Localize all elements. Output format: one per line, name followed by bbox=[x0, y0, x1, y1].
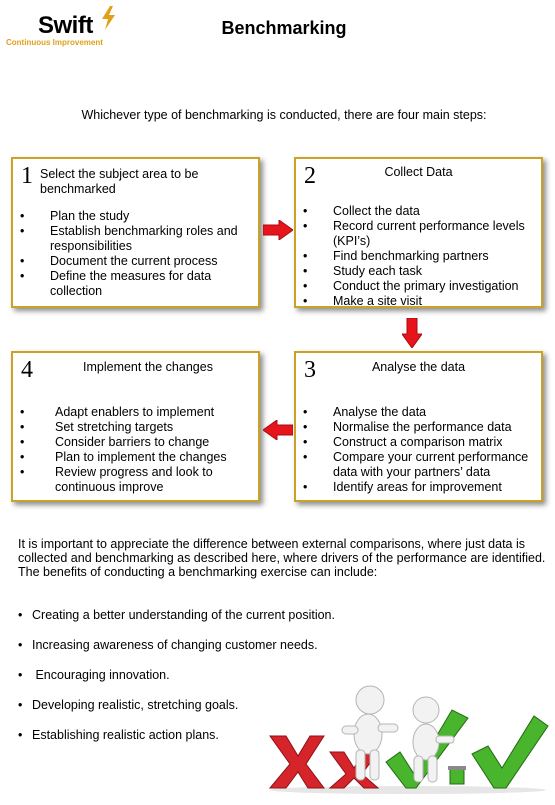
arrow-down-icon bbox=[402, 318, 422, 348]
list-item: Make a site visit bbox=[300, 294, 535, 309]
list-item: Normalise the performance data bbox=[300, 420, 535, 435]
list-item: Set stretching targets bbox=[17, 420, 252, 435]
lightning-bolt-icon bbox=[102, 6, 115, 30]
list-item: Adapt enablers to implement bbox=[17, 405, 252, 420]
step-list: Collect the data Record current performa… bbox=[300, 204, 535, 309]
step-1-box: 1 Select the subject area to be benchmar… bbox=[11, 157, 260, 308]
list-item: Conduct the primary investigation bbox=[300, 279, 535, 294]
step-number: 1 bbox=[21, 163, 33, 189]
list-item: Study each task bbox=[300, 264, 535, 279]
list-item: Creating a better understanding of the c… bbox=[18, 608, 335, 638]
step-number: 3 bbox=[304, 357, 316, 383]
step-number: 2 bbox=[304, 163, 316, 189]
list-item: Document the current process bbox=[17, 254, 252, 269]
step-2-box: 2 Collect Data Collect the data Record c… bbox=[294, 157, 543, 309]
step-heading: Analyse the data bbox=[371, 360, 466, 374]
body-paragraph: It is important to appreciate the differ… bbox=[18, 537, 548, 579]
step-heading: Select the subject area to be benchmarke… bbox=[40, 167, 199, 196]
swift-logo: Swift Continuous Improvement bbox=[6, 6, 116, 50]
arrow-left-icon bbox=[263, 420, 293, 440]
list-item: Compare your current performance data wi… bbox=[300, 450, 535, 480]
list-item: Establishing realistic action plans. bbox=[18, 728, 335, 758]
list-item: Consider barriers to change bbox=[17, 435, 252, 450]
step-3-box: 3 Analyse the data Analyse the data Norm… bbox=[294, 351, 543, 502]
step-list: Analyse the data Normalise the performan… bbox=[300, 405, 535, 495]
list-item: Developing realistic, stretching goals. bbox=[18, 698, 335, 728]
list-item: Identify areas for improvement bbox=[300, 480, 535, 495]
step-list: Adapt enablers to implement Set stretchi… bbox=[17, 405, 252, 495]
comparison-paragraph: It is important to appreciate the differ… bbox=[18, 537, 546, 565]
benefits-list: Creating a better understanding of the c… bbox=[18, 608, 335, 758]
step-list: Plan the study Establish benchmarking ro… bbox=[17, 209, 252, 299]
arrow-right-icon bbox=[263, 220, 293, 240]
list-item: Find benchmarking partners bbox=[300, 249, 535, 264]
figures-ticks-crosses-illustration bbox=[268, 685, 549, 794]
step-heading: Implement the changes bbox=[83, 360, 213, 374]
intro-text: Whichever type of benchmarking is conduc… bbox=[81, 108, 487, 122]
step-4-box: 4 Implement the changes Adapt enablers t… bbox=[11, 351, 260, 502]
list-item: Analyse the data bbox=[300, 405, 535, 420]
benefits-intro: The benefits of conducting a benchmarkin… bbox=[18, 565, 378, 579]
list-item: Encouraging innovation. bbox=[18, 668, 335, 698]
list-item: Increasing awareness of changing custome… bbox=[18, 638, 335, 668]
step-heading: Collect Data bbox=[384, 165, 453, 179]
list-item: Plan the study bbox=[17, 209, 252, 224]
logo-wordmark: Swift bbox=[38, 12, 93, 39]
list-item: Construct a comparison matrix bbox=[300, 435, 535, 450]
list-item: Establish benchmarking roles and respons… bbox=[17, 224, 252, 254]
list-item: Define the measures for data collection bbox=[17, 269, 252, 299]
list-item: Plan to implement the changes bbox=[17, 450, 252, 465]
logo-tagline: Continuous Improvement bbox=[6, 38, 103, 47]
step-number: 4 bbox=[21, 357, 33, 383]
list-item: Record current performance levels (KPI’s… bbox=[300, 219, 535, 249]
list-item: Collect the data bbox=[300, 204, 535, 219]
list-item: Review progress and look to continuous i… bbox=[17, 465, 252, 495]
page-title: Benchmarking bbox=[221, 18, 347, 38]
